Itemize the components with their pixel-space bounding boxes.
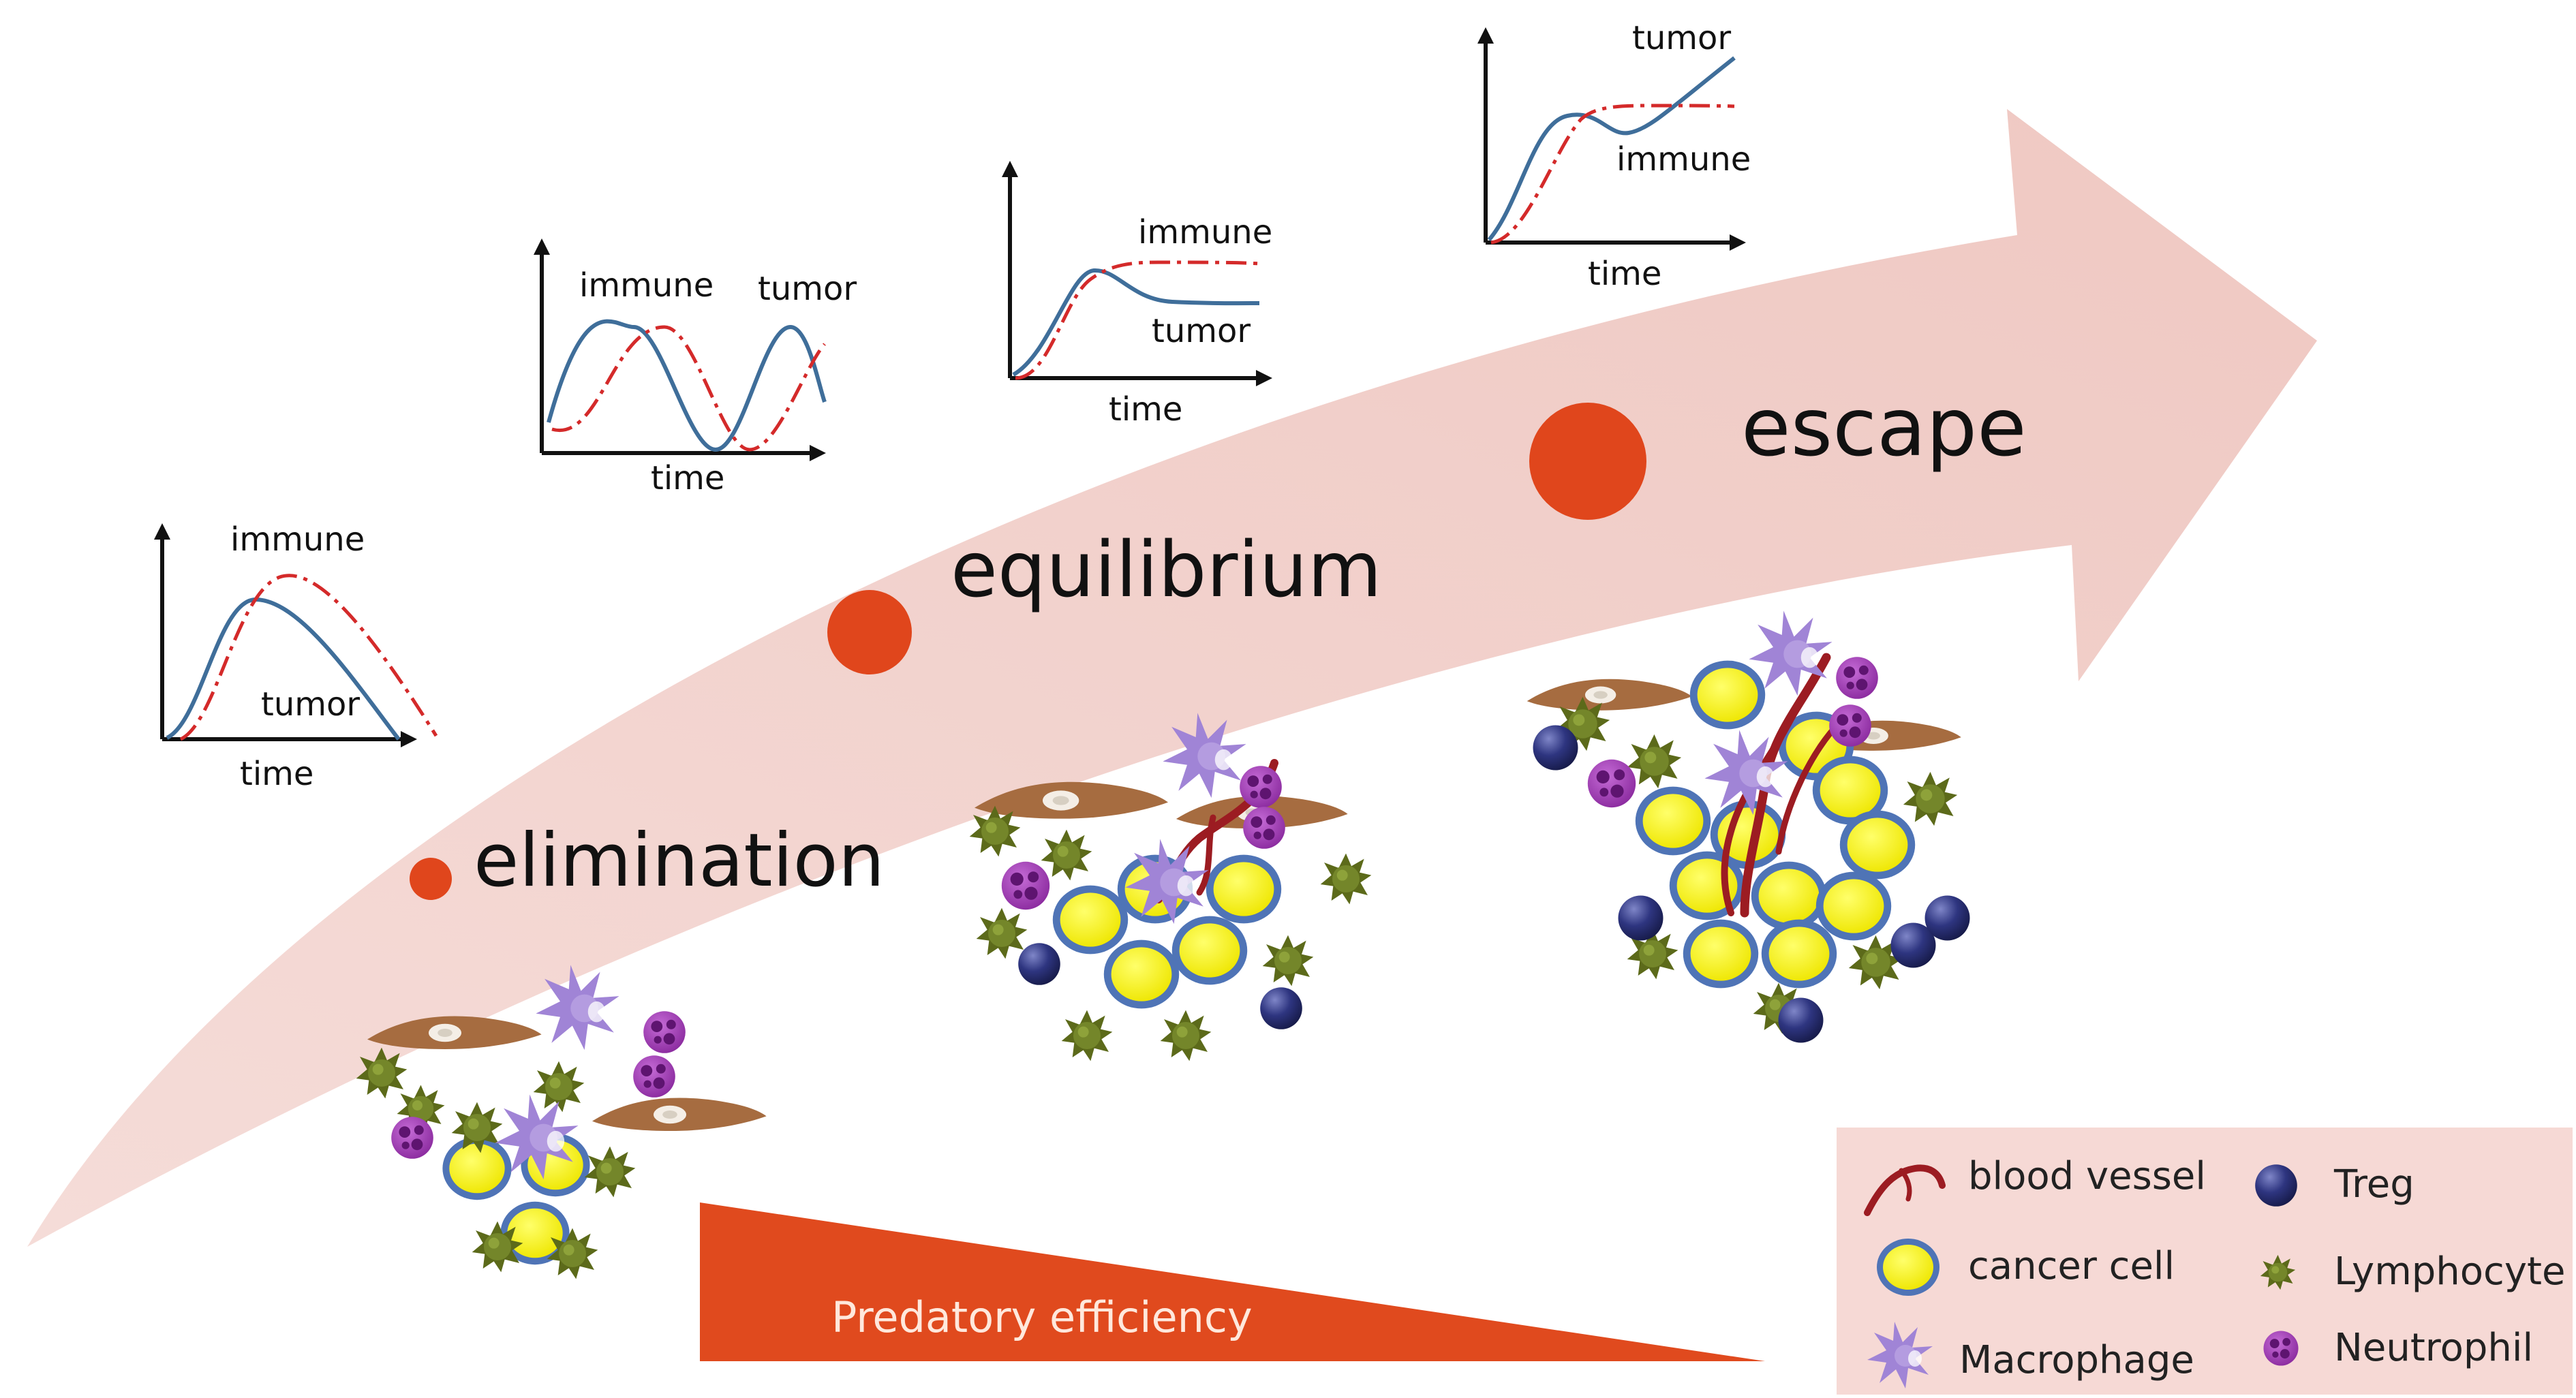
equilibrium-cell-cluster <box>969 713 1372 1061</box>
blood-vessel-branch-icon <box>1899 1168 1912 1202</box>
lymphocyte-cell <box>533 1061 585 1113</box>
escape-cell-cluster <box>1527 610 1970 1043</box>
legend-treg-label: Treg <box>2333 1162 2414 1207</box>
escape-label: escape <box>1741 380 2027 474</box>
cancer-cell <box>1103 939 1180 1009</box>
neutrophil-cell <box>1829 704 1871 747</box>
immune-label: immune <box>1138 213 1272 251</box>
neutrophil-cell <box>633 1055 675 1098</box>
neutrophil-cell <box>643 1011 686 1053</box>
cancer-cell <box>1683 919 1759 989</box>
treg-cell <box>1533 725 1578 771</box>
neutrophil-cell <box>391 1117 433 1159</box>
blood-vessel <box>1721 698 1803 916</box>
neutrophil-cell <box>1587 759 1636 808</box>
escape-graph: tumor immune time <box>1477 19 1751 293</box>
tumor-curve <box>547 319 827 452</box>
cancer-cell <box>1635 786 1711 856</box>
cancer-cell <box>1171 916 1248 985</box>
lymphocyte-cell <box>976 907 1028 959</box>
tumor-label: tumor <box>1632 19 1731 57</box>
immune-curve <box>551 325 826 452</box>
elimination-graph: immune tumor time <box>154 521 438 793</box>
legend-blood-vessel-label: blood vessel <box>1968 1154 2206 1198</box>
blood-vessel <box>1775 719 1843 855</box>
immune-label: immune <box>230 521 365 559</box>
immune-curve <box>179 574 438 741</box>
legend-background <box>1837 1128 2573 1395</box>
time-label: time <box>240 755 313 793</box>
lymphocyte-cell <box>1061 1010 1113 1061</box>
neutrophil-cell <box>1240 766 1282 808</box>
blood-vessel-icon <box>1864 1164 1946 1216</box>
legend-macrophage-label: Macrophage <box>1959 1338 2194 1382</box>
lymphocyte-cell <box>584 1146 636 1198</box>
cancer-cell <box>1689 660 1766 730</box>
legend: blood vessel cancer cell Macrophage Treg… <box>1837 1128 2573 1395</box>
neutrophil-cell <box>1001 861 1050 910</box>
treg-cell <box>1618 895 1663 941</box>
tumor-label: tumor <box>261 685 360 724</box>
time-label: time <box>1109 390 1182 429</box>
lymphocyte-cell <box>1041 829 1092 881</box>
equilibrium-graph: immune tumor time <box>1002 161 1272 429</box>
tumor-curve <box>1487 56 1736 241</box>
time-label: time <box>651 459 724 497</box>
progression-arrow <box>27 109 2317 1247</box>
neutrophil-cell <box>1243 807 1285 849</box>
legend-neutrophil-label: Neutrophil <box>2334 1326 2533 1370</box>
cancer-cell <box>1052 885 1129 954</box>
immune-label: immune <box>1616 140 1751 178</box>
equilibrium-stage-dot <box>827 590 912 674</box>
lymphocyte-cell <box>1320 853 1372 905</box>
legend-lymphocyte-label: Lymphocyte <box>2334 1249 2565 1294</box>
predatory-efficiency-label: Predatory efficiency <box>831 1292 1253 1342</box>
predatory-efficiency-indicator: Predatory efficiency <box>700 1202 1765 1361</box>
predatory-efficiency-wedge <box>700 1202 1765 1361</box>
blood-vessel <box>1196 814 1216 896</box>
cancer-cell <box>1815 871 1892 941</box>
lymphocyte-cell <box>1262 935 1314 987</box>
treg-cell <box>1260 987 1302 1029</box>
time-label: time <box>1588 255 1661 293</box>
neutrophil-cell <box>1836 657 1878 699</box>
treg-cell <box>1925 895 1970 941</box>
immune-curve <box>1015 260 1260 380</box>
cancer-cell <box>1206 854 1282 924</box>
treg-icon <box>2255 1164 2297 1207</box>
elimination-label: elimination <box>474 818 885 903</box>
equilibrium-label: equilibrium <box>951 526 1382 615</box>
immune-curve <box>1490 104 1735 245</box>
fibroblast-cell <box>1527 679 1692 711</box>
elimination-stage-dot <box>410 858 452 900</box>
treg-cell <box>1778 997 1824 1043</box>
tumor-curve <box>1012 268 1260 377</box>
cancer-cell-icon <box>1877 1239 1939 1296</box>
immune-label: immune <box>579 266 714 305</box>
cancer-cell <box>1839 810 1916 880</box>
cancer-cell <box>1761 919 1837 989</box>
escape-stage-dot <box>1529 403 1646 520</box>
cancer-cell <box>1751 861 1827 931</box>
neutrophil-icon <box>2263 1331 2299 1366</box>
oscillation-graph: immune tumor time <box>534 238 857 497</box>
lymphocyte-cell <box>1160 1010 1212 1061</box>
tumor-label: tumor <box>1152 312 1251 350</box>
fibroblast-cell <box>592 1098 767 1131</box>
legend-cancer-cell-label: cancer cell <box>1968 1244 2175 1288</box>
tumor-label: tumor <box>758 270 857 308</box>
treg-cell <box>1018 943 1060 985</box>
lymphocyte-cell <box>1903 771 1958 826</box>
